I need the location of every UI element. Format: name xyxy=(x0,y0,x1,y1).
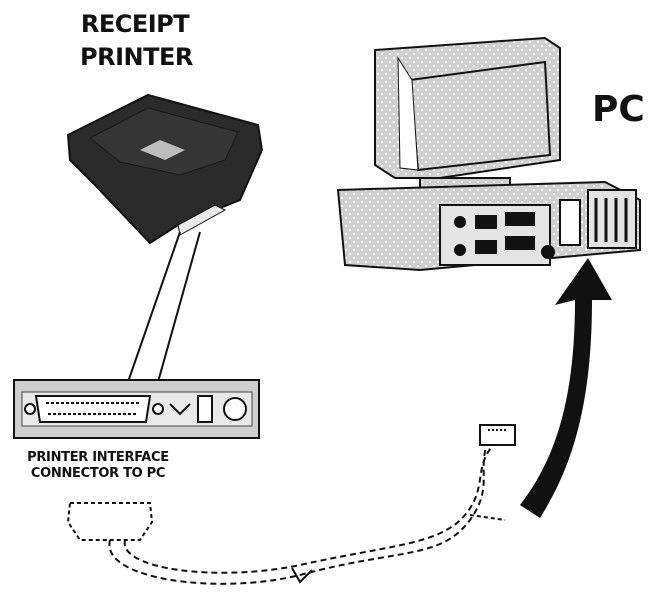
connector-label-line-1: PRINTER INTERFACE xyxy=(27,450,169,465)
printer-title-line-1: RECEIPT xyxy=(80,10,190,38)
cable-plug-left-icon xyxy=(66,502,154,541)
cable-plug-right-icon xyxy=(479,424,516,446)
desktop-computer-icon xyxy=(336,36,641,272)
insert-arrow-icon xyxy=(520,258,612,518)
parallel-connector-icon xyxy=(13,379,260,439)
pc-cable xyxy=(108,434,506,585)
connector-label-line-2: CONNECTOR TO PC xyxy=(30,466,166,481)
receipt-printer-icon xyxy=(66,93,264,245)
printer-cable xyxy=(127,231,201,383)
pc-label: PC xyxy=(592,89,645,130)
printer-title-line-2: PRINTER xyxy=(80,43,193,71)
